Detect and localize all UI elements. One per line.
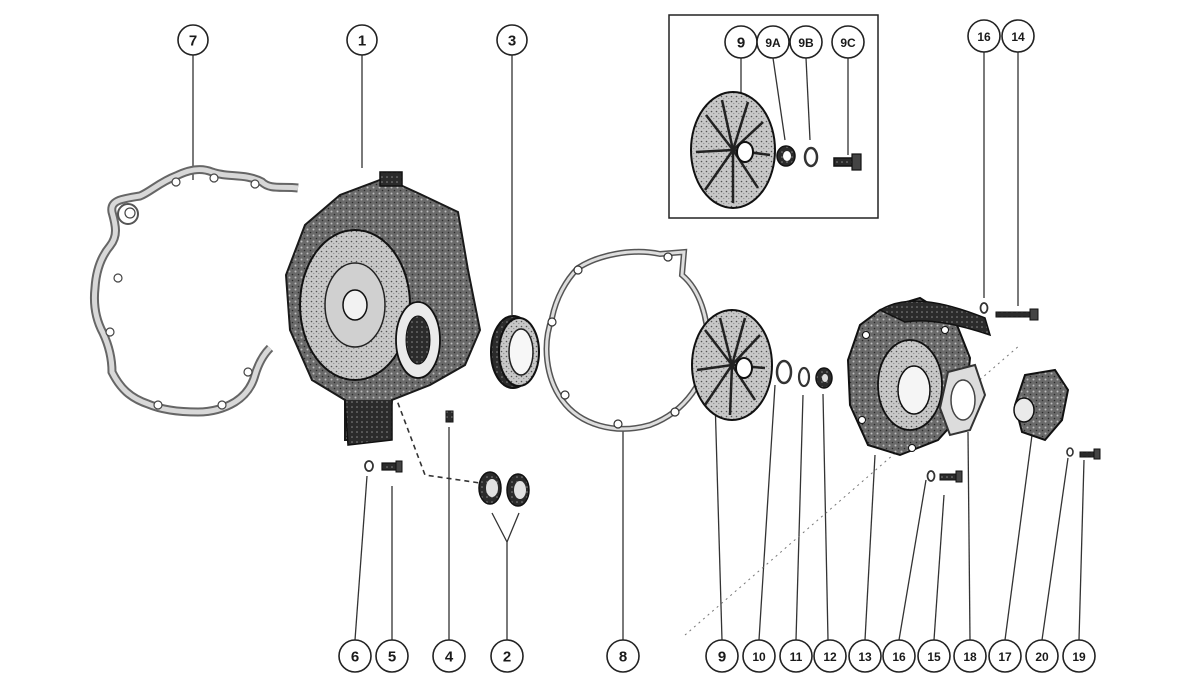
bolt-part-9c: [833, 153, 862, 171]
callout-16: [882, 639, 916, 673]
callout-6: [338, 639, 372, 673]
callout-10: [742, 639, 776, 673]
washer-part-16: [926, 470, 936, 482]
impeller-inset-part-9: [690, 91, 776, 209]
leader-lines: [192, 52, 1085, 641]
callout-16-top: [967, 19, 1001, 53]
callout-label-14: 14: [1011, 30, 1025, 44]
washer-part-20: [1066, 447, 1074, 457]
callout-19: [1062, 639, 1096, 673]
callout-11: [779, 639, 813, 673]
callout-4: [432, 639, 466, 673]
callout-15: [917, 639, 951, 673]
bolt-part-15: [939, 470, 963, 483]
callout-label-16-top: 16: [977, 30, 991, 44]
outlet-fitting-part-17: [1013, 368, 1070, 442]
bolt-part-14: [995, 308, 1039, 321]
callout-18: [953, 639, 987, 673]
washer-part-9b: [803, 146, 819, 168]
callout-label-3: 3: [508, 33, 516, 50]
callout-label-15: 15: [927, 650, 941, 664]
callout-label-18: 18: [963, 650, 977, 664]
callout-13: [848, 639, 882, 673]
washer-part-11: [797, 366, 811, 388]
callout-label-16: 16: [892, 650, 906, 664]
callout-9b: [789, 25, 823, 59]
axis-dotted-line: [684, 344, 1021, 636]
callout-label-7: 7: [189, 33, 197, 50]
gasket-part-8: [543, 248, 712, 432]
gasket-part-7: [89, 164, 299, 417]
callout-20: [1025, 639, 1059, 673]
bolt-part-19: [1079, 448, 1101, 460]
callout-label-12: 12: [823, 650, 837, 664]
callout-label-9: 9: [718, 649, 726, 666]
callout-17: [988, 639, 1022, 673]
callout-12: [813, 639, 847, 673]
washer-part-16-top: [979, 302, 989, 314]
callouts: [177, 19, 1096, 673]
callout-label-1: 1: [358, 33, 366, 50]
pump-housing-part-1: [284, 171, 482, 446]
washer-part-9a: [776, 145, 796, 167]
washer-part-6: [364, 460, 374, 472]
callout-7: [177, 24, 209, 56]
callout-2: [490, 639, 524, 673]
callout-3: [496, 24, 528, 56]
callout-14: [1001, 19, 1035, 53]
plug-part-4: [445, 410, 454, 423]
washer-part-10: [775, 359, 793, 385]
callout-label-19: 19: [1072, 650, 1086, 664]
seal-part-2: [478, 471, 530, 507]
callout-1: [346, 24, 378, 56]
callout-label-9c: 9C: [840, 36, 856, 50]
callout-9c: [831, 25, 865, 59]
seal-part-3: [490, 315, 540, 389]
callout-label-17: 17: [998, 650, 1012, 664]
callout-9a: [756, 25, 790, 59]
callout-label-9a: 9A: [765, 36, 781, 50]
inset-box: [668, 14, 879, 219]
callout-label-8: 8: [619, 649, 627, 666]
callout-labels: 7 1 3 9 9A 9B 9C 16 14 6 5 4 2 8 9 10 11…: [189, 30, 1086, 666]
pump-cover-part-13: [846, 296, 992, 457]
callout-9: [705, 639, 739, 673]
callout-label-11: 11: [790, 650, 803, 664]
callout-label-10: 10: [752, 650, 766, 664]
nut-part-12: [815, 367, 833, 389]
callout-label-9-inset: 9: [737, 35, 745, 52]
callout-8: [606, 639, 640, 673]
callout-label-5: 5: [388, 649, 396, 666]
callout-label-20: 20: [1035, 650, 1049, 664]
callout-5: [375, 639, 409, 673]
callout-label-6: 6: [351, 649, 359, 666]
callout-label-2: 2: [503, 649, 511, 666]
callout-label-9b: 9B: [798, 36, 814, 50]
gasket-part-18: [938, 363, 987, 437]
bolt-part-5: [381, 460, 403, 473]
impeller-part-9: [691, 309, 773, 421]
callout-label-4: 4: [445, 649, 454, 666]
callout-label-13: 13: [858, 650, 872, 664]
